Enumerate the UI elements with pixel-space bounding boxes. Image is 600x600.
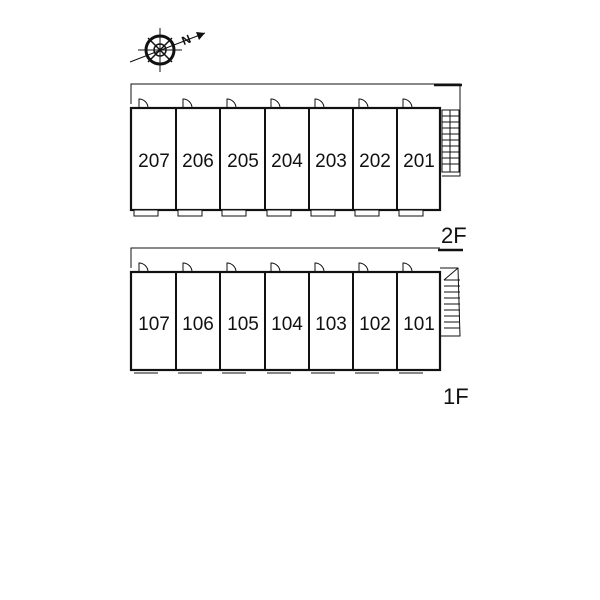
unit-206[interactable]: 206 [177,98,221,217]
unit-number: 201 [403,151,435,172]
unit-205[interactable]: 205 [221,98,266,217]
unit-number: 102 [359,314,391,335]
unit-number: 105 [227,314,259,335]
unit-number: 206 [182,151,214,172]
unit-103[interactable]: 103 [311,262,354,374]
unit-102[interactable]: 102 [355,262,398,374]
unit-104[interactable]: 104 [267,262,310,374]
unit-105[interactable]: 105 [222,262,266,374]
unit-201[interactable]: 201 [398,98,435,217]
staircase-1f [440,267,461,337]
unit-number: 101 [403,314,435,335]
unit-number: 106 [182,314,214,335]
floor-1f-block: 107 106 105 104 103 [129,247,469,409]
unit-203[interactable]: 203 [310,98,354,217]
staircase-2f [441,109,460,173]
floor-label-2f: 2F [441,223,467,248]
compass-north-label: N [180,32,193,48]
unit-number: 103 [315,314,347,335]
unit-207[interactable]: 207 [133,98,177,217]
unit-204[interactable]: 204 [266,98,310,217]
unit-number: 207 [138,151,170,172]
unit-number: 104 [271,314,303,335]
unit-number: 107 [138,314,170,335]
unit-number: 202 [359,151,391,172]
unit-number: 203 [315,151,347,172]
unit-number: 205 [227,151,259,172]
unit-107[interactable]: 107 [134,262,177,374]
unit-202[interactable]: 202 [354,98,398,217]
unit-101[interactable]: 101 [399,262,435,374]
floor-2f-block: 207 206 205 204 203 [129,83,467,252]
compass-north-icon: N [129,28,206,72]
unit-106[interactable]: 106 [178,262,221,374]
unit-number: 204 [271,151,303,172]
floor-label-1f: 1F [443,384,469,409]
